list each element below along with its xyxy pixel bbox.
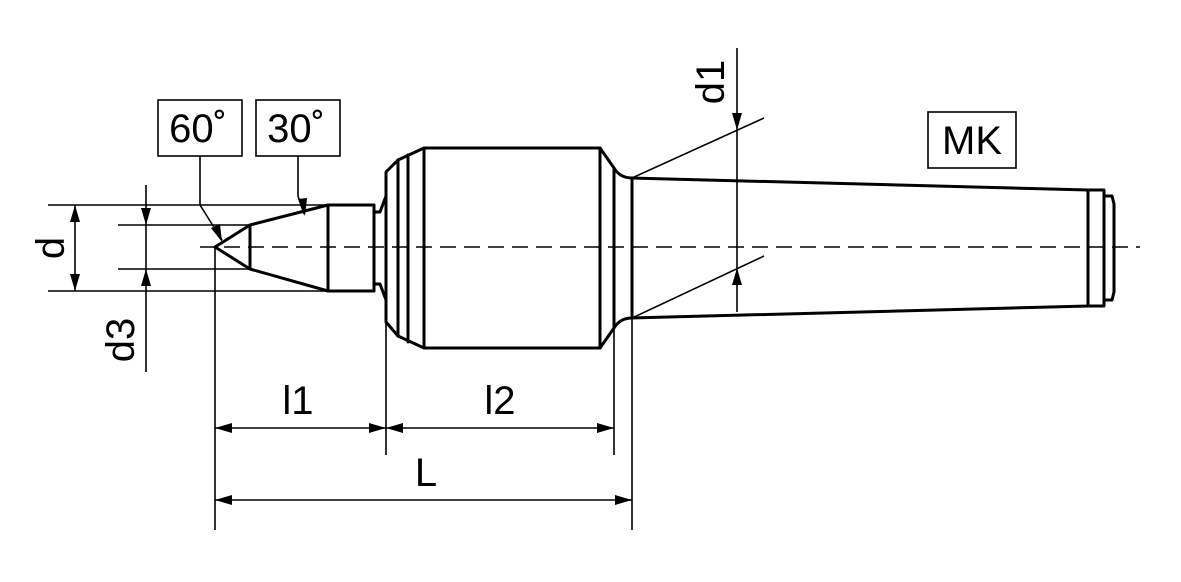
point-cone [213,203,330,293]
dimension-d1 [631,48,765,319]
label-l1: l1 [282,379,313,423]
label-L: L [415,451,437,495]
label-d3: d3 [99,318,143,363]
label-d1: d1 [689,60,733,105]
label-l2: l2 [484,379,515,423]
neck [326,194,388,302]
label-angle-60: 60˚ [169,107,227,151]
label-angle-30: 30˚ [267,107,325,151]
taper-shank [612,166,1116,330]
bearing-housing [384,146,616,350]
taper-box [927,111,1017,169]
angle-60-box [157,99,243,242]
label-d: d [29,237,73,259]
dimension-d3 [118,185,250,372]
dimension-extension-lines [214,247,633,530]
label-taper: MK [942,119,1002,163]
dimension-d [48,204,328,292]
dimension-L [215,495,632,505]
dimension-l2 [386,423,614,433]
dimension-l1 [215,423,386,433]
angle-30-box [255,99,341,216]
